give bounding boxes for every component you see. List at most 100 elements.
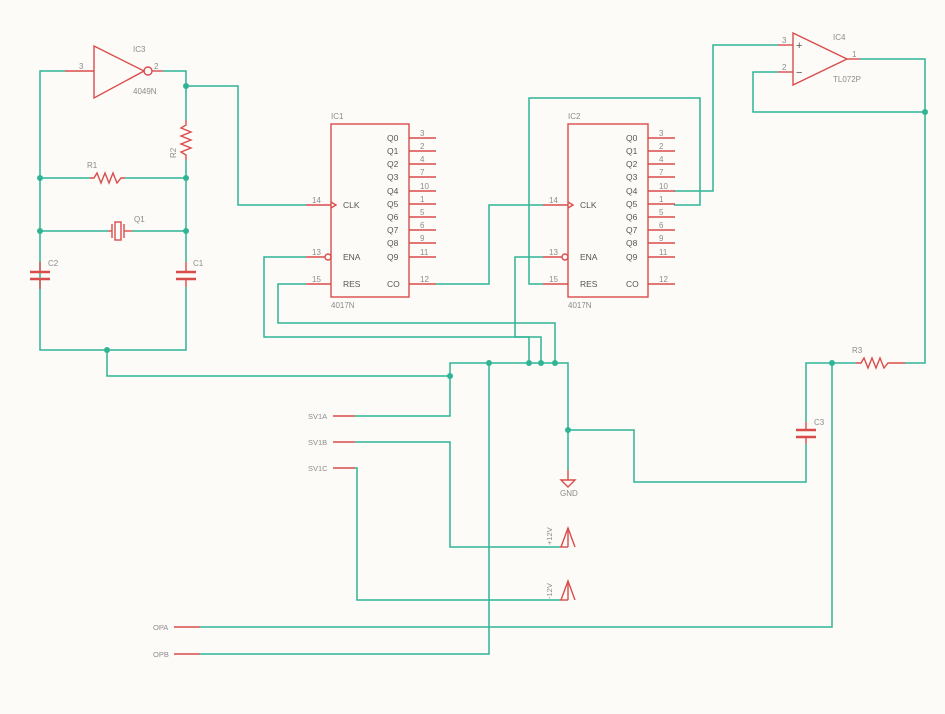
plus12v-supply[interactable]: +12V	[545, 525, 576, 548]
wires	[39, 44, 926, 655]
c1-capacitor[interactable]: C1	[176, 259, 204, 287]
counter-pin-label: Q9	[626, 252, 638, 262]
counter-pin-label: Q2	[387, 159, 399, 169]
counter-pin-label: Q5	[626, 199, 638, 209]
counter-pin-num: 9	[659, 234, 664, 243]
q1-name: Q1	[134, 215, 145, 224]
counter-pin-label: ENA	[580, 252, 598, 262]
counter-pin-num: 11	[420, 248, 429, 257]
sv1a-connector[interactable]: SV1A	[308, 412, 355, 421]
c3-name: C3	[814, 418, 825, 427]
ic3-inverter[interactable]: IC3 4049N 3 2	[65, 44, 163, 100]
counter-pin-label: Q0	[626, 133, 638, 143]
opa-label: OPA	[153, 623, 168, 632]
inverter-triangle-icon	[93, 44, 146, 100]
counter-pin-label: Q1	[387, 146, 399, 156]
counter-pin-num: 11	[659, 248, 668, 257]
ic4-value: TL072P	[833, 75, 861, 84]
counter-pin-label: ENA	[343, 252, 361, 262]
q1-crystal[interactable]: Q1	[108, 215, 145, 241]
ic4-pin-plus-num: 3	[782, 36, 787, 45]
wire[interactable]	[200, 363, 490, 655]
inversion-bubble-icon	[561, 253, 569, 261]
junction-dot	[829, 360, 835, 366]
r3-resistor[interactable]: R3	[852, 346, 905, 370]
wire[interactable]	[355, 441, 560, 548]
ic4-minus-sign: −	[796, 67, 802, 79]
ic4-pin-minus-num: 2	[782, 63, 787, 72]
wire[interactable]	[860, 58, 926, 364]
counter-pin-label: Q0	[387, 133, 399, 143]
ic3-name: IC3	[133, 45, 146, 54]
wire[interactable]	[528, 97, 701, 285]
junctions	[37, 83, 928, 433]
counter-body	[330, 123, 410, 298]
wire[interactable]	[200, 363, 833, 628]
junction-dot	[104, 347, 110, 353]
junction-dot	[183, 228, 189, 234]
junction-dot	[526, 360, 532, 366]
wire[interactable]	[163, 70, 187, 86]
r1-resistor[interactable]: R1	[87, 161, 125, 185]
ic4-opamp[interactable]: + − 3 2 1 IC4 TL072P	[778, 31, 861, 87]
wire[interactable]	[514, 256, 543, 363]
counter-pin-label: CO	[387, 279, 400, 289]
counter-pin-label: RES	[580, 279, 598, 289]
junction-dot	[565, 427, 571, 433]
wire[interactable]	[355, 467, 560, 601]
counter-pin-label: CO	[626, 279, 639, 289]
opb-label: OPB	[153, 650, 169, 659]
counter-body	[567, 123, 649, 298]
wire[interactable]	[674, 44, 778, 192]
opa-connector[interactable]: OPA	[153, 623, 200, 632]
wire[interactable]	[263, 256, 530, 363]
ic3-pin-in-num: 3	[79, 62, 84, 71]
counter-pin-label: Q6	[626, 212, 638, 222]
counter-pin-num: 7	[420, 168, 425, 177]
sv1c-connector[interactable]: SV1C	[308, 464, 355, 473]
plus12v-label: +12V	[545, 527, 554, 545]
opamp-triangle-icon	[792, 31, 849, 87]
ic1-value: 4017N	[331, 301, 355, 310]
sv1c-label: SV1C	[308, 464, 328, 473]
counter-pin-num: 13	[549, 248, 558, 257]
sv1a-label: SV1A	[308, 412, 327, 421]
counter-pin-num: 5	[659, 208, 664, 217]
gnd-label: GND	[560, 489, 578, 498]
junction-dot	[37, 175, 43, 181]
wire[interactable]	[752, 71, 925, 113]
counter-pin-label: Q3	[626, 172, 638, 182]
wire[interactable]	[436, 204, 543, 285]
counter-pin-num: 14	[549, 196, 558, 205]
wire[interactable]	[106, 350, 451, 417]
minus12v-supply[interactable]: -12V	[545, 578, 576, 601]
counter-pin-num: 13	[312, 248, 321, 257]
minus12v-label: -12V	[545, 583, 554, 599]
counter-pin-label: Q4	[626, 186, 638, 196]
opb-connector[interactable]: OPB	[153, 650, 200, 659]
wire[interactable]	[39, 70, 187, 351]
ic2-value: 4017N	[568, 301, 592, 310]
junction-dot	[183, 83, 189, 89]
counter-pin-num: 15	[312, 275, 321, 284]
counter-pin-label: Q5	[387, 199, 399, 209]
counter-pin-num: 1	[420, 195, 425, 204]
c2-capacitor[interactable]: C2	[30, 259, 59, 289]
counter-pin-num: 9	[420, 234, 425, 243]
wire[interactable]	[186, 85, 306, 206]
counter-pin-label: Q9	[387, 252, 399, 262]
r2-resistor[interactable]: R2	[169, 120, 193, 160]
wire[interactable]	[805, 362, 856, 422]
wire[interactable]	[568, 429, 807, 483]
gnd-symbol[interactable]: GND	[559, 470, 578, 498]
wire[interactable]	[449, 362, 569, 470]
ic3-pin-out-num: 2	[154, 62, 159, 71]
counter-pin-label: Q3	[387, 172, 399, 182]
c3-capacitor[interactable]: C3	[796, 418, 825, 444]
counter-pin-num: 12	[659, 275, 668, 284]
sv1b-connector[interactable]: SV1B	[308, 438, 355, 447]
wire[interactable]	[277, 283, 556, 363]
r2-name: R2	[169, 147, 178, 158]
